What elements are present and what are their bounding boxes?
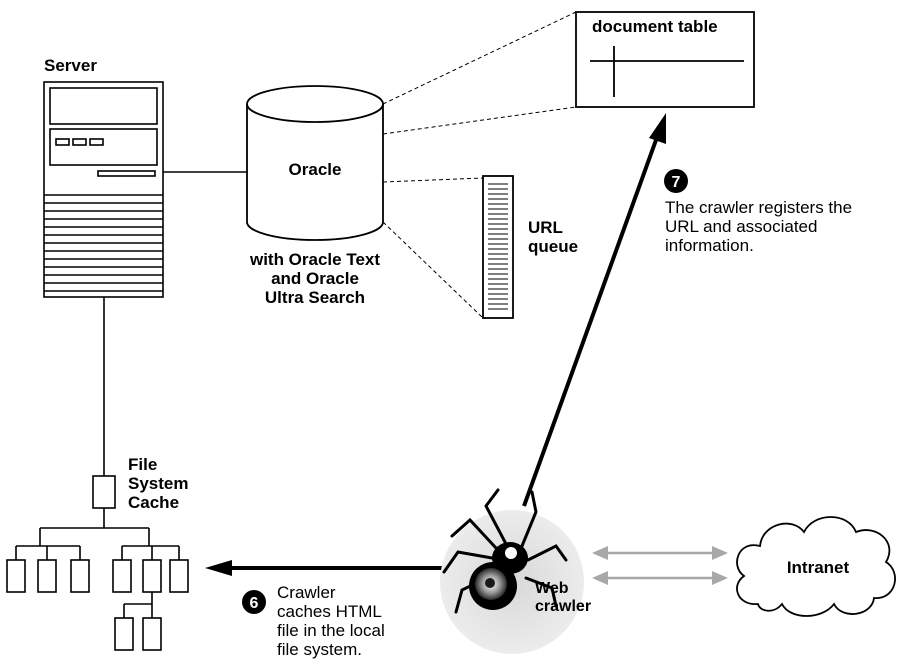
database-caption-line: and Oracle	[271, 269, 359, 288]
document-table-icon	[575, 11, 755, 108]
table-link-lines	[382, 11, 577, 135]
step-6-text: Crawler caches HTML file in the local fi…	[277, 583, 385, 659]
database-name-label: Oracle	[288, 160, 342, 179]
database-caption-line: Ultra Search	[264, 288, 366, 307]
cache-label-line: File	[128, 455, 158, 474]
url-queue-label-line: URL	[528, 218, 563, 237]
cache-label-line: System	[128, 474, 189, 493]
intranet-link-arrows	[592, 546, 728, 585]
step-6-text-line: caches HTML	[277, 602, 382, 621]
step-7-text-line: URL and associated	[665, 217, 818, 236]
database-cylinder-icon	[246, 85, 384, 241]
register-arrow	[522, 113, 666, 507]
svg-text:6: 6	[250, 595, 259, 612]
step-6-text-line: Crawler	[277, 583, 336, 602]
database-caption: with Oracle Text and Oracle Ultra Search	[225, 250, 405, 307]
url-queue-label: URL queue	[528, 218, 578, 256]
web-crawler-spider-icon	[440, 488, 584, 654]
step-7-text: The crawler registers the URL and associ…	[665, 198, 852, 255]
step-7-badge: 7	[664, 169, 688, 193]
server-label: Server	[44, 56, 97, 75]
step-7-text-line: The crawler registers the	[665, 198, 853, 217]
url-queue-label-line: queue	[528, 237, 579, 256]
step-6-text-line: file system.	[277, 640, 363, 659]
queue-link-lines	[382, 177, 484, 319]
web-crawler-label: Web crawler	[535, 580, 591, 616]
cache-label-line: Cache	[128, 493, 180, 512]
intranet-cloud-icon	[736, 516, 896, 617]
svg-text:7: 7	[672, 174, 681, 191]
intranet-label: Intranet	[786, 558, 850, 577]
web-crawler-label-line: crawler	[535, 598, 592, 615]
web-crawler-label-line: Web	[535, 580, 569, 597]
database-caption-line: with Oracle Text	[249, 250, 381, 269]
cache-arrow	[205, 560, 478, 576]
file-system-cache-label: File System Cache	[128, 455, 188, 512]
file-system-tree-icon	[6, 475, 189, 651]
document-table-label: document table	[592, 17, 718, 36]
url-queue-icon	[482, 175, 514, 319]
step-6-text-line: file in the local	[277, 621, 385, 640]
step-7-text-line: information.	[665, 236, 754, 255]
step-6-badge: 6	[242, 590, 266, 614]
server-icon	[43, 81, 164, 298]
